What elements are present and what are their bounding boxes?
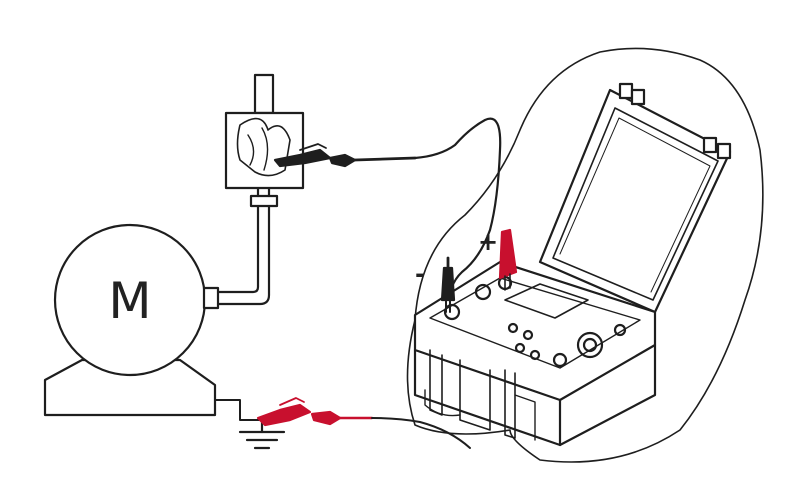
motor-base xyxy=(43,358,217,417)
motor-label: M xyxy=(108,272,151,330)
motor-pipe xyxy=(216,203,271,306)
positive-terminal-label: + xyxy=(478,228,498,256)
tester-display xyxy=(504,283,589,319)
tester-lid xyxy=(538,88,732,314)
negative-plug xyxy=(440,256,456,313)
insulation-tester xyxy=(406,47,764,463)
red-test-lead xyxy=(371,417,471,449)
negative-terminal-label: - xyxy=(415,260,425,288)
black-test-lead xyxy=(413,117,502,312)
positive-plug xyxy=(498,228,518,291)
terminal-box xyxy=(224,73,305,190)
motor xyxy=(43,223,220,417)
pipe-coupling xyxy=(249,194,279,208)
terminal-box-stem xyxy=(253,73,275,115)
tester-knob xyxy=(576,331,604,359)
black-test-clip xyxy=(273,143,417,168)
ground-symbol xyxy=(238,430,286,450)
ground-connection xyxy=(214,399,286,450)
red-test-clip xyxy=(256,397,374,427)
motor-outlet xyxy=(202,286,220,310)
